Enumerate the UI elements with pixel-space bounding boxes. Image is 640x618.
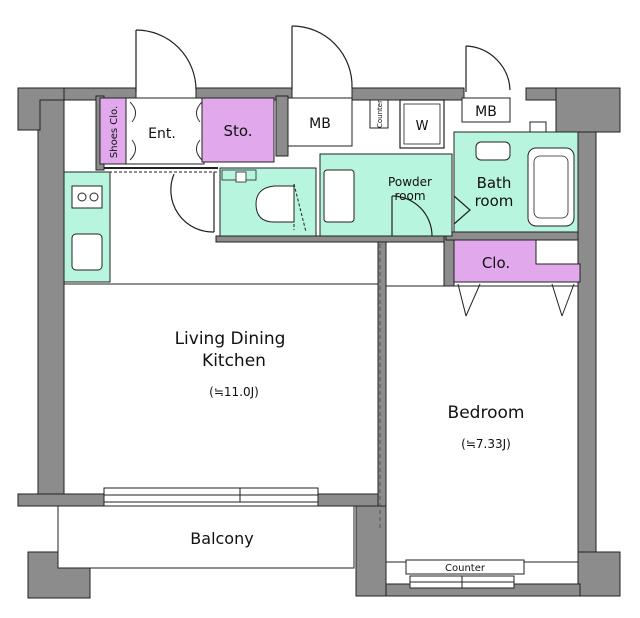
ldk-door[interactable] [170, 172, 215, 233]
balcony-label: Balcony [190, 529, 253, 548]
ldk-label-2: Kitchen [202, 351, 266, 371]
mb-right-label: MB [475, 104, 497, 120]
walls [17, 87, 621, 599]
entry-door[interactable] [135, 29, 197, 92]
storage-room [201, 97, 275, 163]
meter-box-left [287, 97, 353, 147]
toilet-light [235, 171, 247, 183]
ldk-label-1: Living Dining [175, 329, 286, 349]
washer-space [399, 99, 445, 149]
shoes-closet-label: Shoes Clo. [109, 106, 120, 158]
mb-left-door[interactable] [291, 25, 353, 90]
counter-small [369, 99, 389, 129]
bath-label-2: room [475, 192, 514, 210]
powder-door[interactable] [391, 195, 433, 237]
stove [71, 185, 103, 209]
bath-door-icon[interactable] [453, 195, 471, 225]
washer-label: W [416, 119, 429, 134]
bedroom-label: Bedroom [448, 403, 525, 423]
kitchen-sink [71, 233, 103, 271]
washer-inner [403, 103, 441, 145]
ldk-window[interactable] [103, 487, 319, 503]
toilet-bowl [255, 185, 295, 223]
bath-sink [475, 141, 511, 161]
counter-bottom-label: Counter [445, 563, 486, 574]
storage-label: Sto. [223, 122, 252, 140]
balcony-area [57, 505, 355, 569]
bathtub-inner [533, 155, 569, 219]
powder-label-2: room [394, 189, 425, 203]
bathtub [527, 147, 575, 227]
bedroom-area-label: (≒7.33J) [461, 437, 511, 451]
powder-label-1: Powder [388, 175, 432, 189]
closet-doors[interactable] [457, 283, 575, 317]
mb-left-label: MB [309, 116, 331, 132]
entrance-label: Ent. [148, 126, 176, 142]
small-vent [529, 121, 547, 133]
bedroom-floor [385, 285, 579, 563]
bedroom-window[interactable] [409, 575, 515, 589]
meter-box-right [461, 97, 511, 123]
counter-small-label: Counter [376, 100, 384, 128]
powder-counter [323, 169, 355, 223]
closet-label: Clo. [482, 254, 510, 272]
bedroom-closet [453, 239, 581, 283]
ldk-area-label: (≒11.0J) [209, 385, 259, 399]
toilet-door-swing-2 [293, 183, 307, 233]
bedroom-counter [405, 559, 525, 575]
shoes-closet [99, 97, 127, 165]
entrance-closet-doors [129, 101, 203, 161]
bath-label-1: Bath [477, 174, 512, 192]
mb-right-door[interactable] [465, 45, 511, 92]
